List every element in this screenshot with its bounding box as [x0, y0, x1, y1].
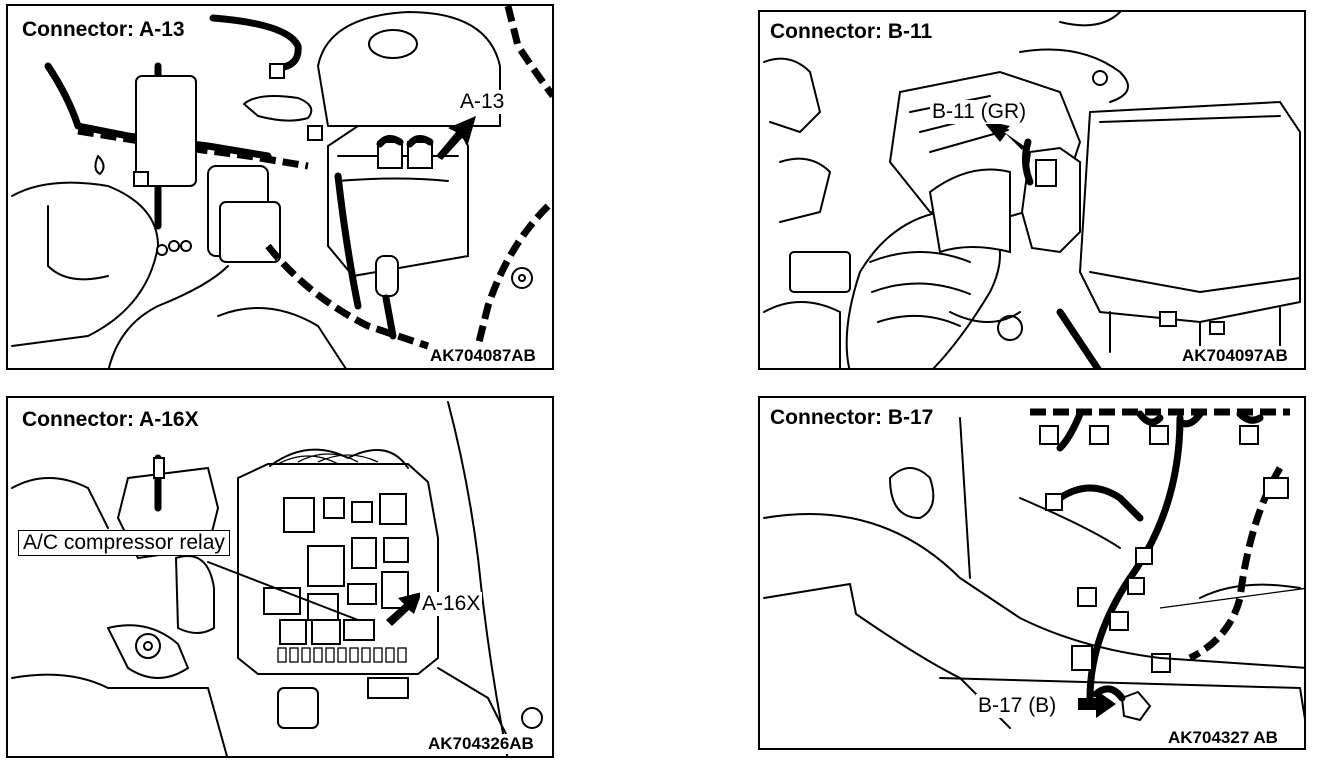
panel-title: Connector: A-16X: [20, 408, 201, 432]
diagram-panel-a13: Connector: A-13 A-13 AK704087AB: [6, 4, 554, 370]
connector-callout: B-11 (GR): [930, 100, 1029, 124]
engine-bay-illustration-a13: [11, 6, 552, 368]
figure-code: AK704087AB: [428, 346, 538, 366]
panel-title: Connector: A-13: [20, 18, 187, 42]
connector-callout: B-17 (B): [976, 694, 1059, 718]
figure-code: AK704327 AB: [1166, 728, 1280, 748]
connector-callout: A-16X: [420, 592, 483, 616]
diagram-panel-b17: Connector: B-17 B-17 (B) AK704327 AB: [758, 396, 1306, 750]
engine-bay-illustration-b17: [763, 408, 1304, 729]
diagram-panel-a16x: Connector: A-16X A/C compressor relay A-…: [6, 396, 554, 758]
panel-title: Connector: B-17: [768, 406, 936, 430]
figure-code: AK704097AB: [1180, 346, 1290, 366]
engine-bay-illustration-b11: [763, 12, 1301, 368]
diagram-panel-b11: Connector: B-11 B-11 (GR) AK704097AB: [758, 10, 1306, 370]
figure-code: AK704326AB: [426, 734, 536, 754]
connector-callout: A-13: [458, 90, 507, 114]
component-label: A/C compressor relay: [18, 530, 230, 556]
panel-title: Connector: B-11: [768, 20, 935, 44]
engine-bay-illustration-a16x: [11, 401, 543, 756]
